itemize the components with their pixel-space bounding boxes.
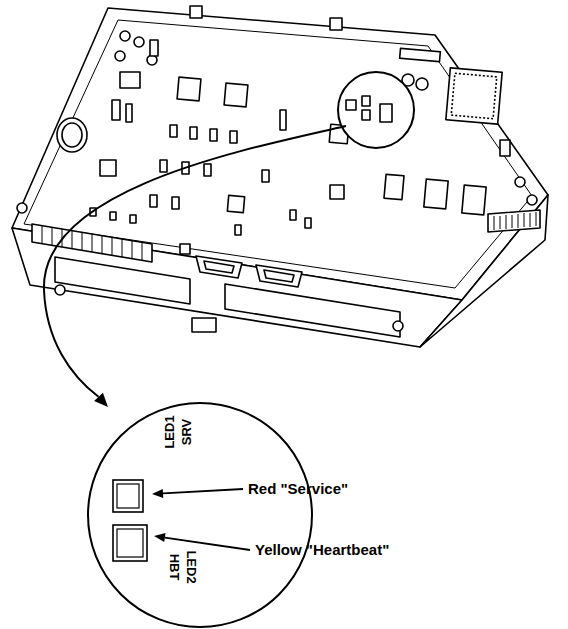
- led-designator: LED2: [184, 550, 198, 583]
- magnifier-spot: [338, 72, 414, 148]
- capacitor: [115, 51, 125, 61]
- resistor: [230, 131, 237, 143]
- serial-connector: [256, 265, 302, 287]
- serial-connector: [204, 261, 234, 273]
- processor-pins: [451, 73, 497, 119]
- mounting-tab: [192, 318, 216, 332]
- mounting-hole: [393, 321, 403, 331]
- led-outline: [113, 480, 143, 512]
- callout-arrow: [44, 126, 346, 397]
- chip: [227, 195, 244, 212]
- test-button: [180, 244, 190, 254]
- housing-tab: [330, 18, 342, 30]
- dip-switch: [488, 210, 540, 232]
- resistor: [204, 164, 211, 176]
- mounting-hole: [17, 203, 27, 213]
- electrolytic-capacitor: [57, 118, 87, 152]
- chip: [177, 77, 201, 101]
- serial-connector: [196, 256, 242, 278]
- serial-connector: [264, 270, 294, 282]
- terminal-block-slots: [42, 226, 142, 260]
- chip: [384, 174, 404, 199]
- chip: [346, 100, 356, 110]
- housing-tab: [190, 6, 202, 18]
- resistor: [150, 195, 157, 207]
- led-color-label: Red "Service": [248, 481, 348, 498]
- led-lens: [117, 484, 139, 508]
- resistor: [235, 225, 241, 235]
- mounting-hole: [527, 195, 537, 205]
- resistor: [172, 197, 179, 209]
- diode: [126, 104, 132, 122]
- leader-arrowhead: [152, 489, 163, 498]
- led-outline: [113, 525, 147, 561]
- led-function: SRV: [180, 419, 194, 446]
- diode: [112, 100, 120, 120]
- dip-switch-levers: [494, 212, 536, 230]
- relay: [120, 72, 140, 88]
- chip: [424, 179, 448, 209]
- resistor: [290, 210, 296, 220]
- magnified-view: [88, 403, 312, 627]
- resistor: [170, 125, 177, 137]
- resistor: [190, 127, 197, 139]
- led-function: HBT: [167, 554, 181, 581]
- transistor: [150, 40, 158, 56]
- chip: [100, 160, 116, 176]
- resistor: [110, 212, 116, 220]
- resistor: [130, 215, 136, 223]
- chip: [330, 185, 344, 199]
- mounting-hole: [515, 177, 525, 187]
- cable-cutout: [55, 257, 190, 304]
- processor: [446, 68, 502, 124]
- led-designator: LED1: [163, 415, 177, 448]
- led-color-label: Yellow "Heartbeat": [255, 542, 389, 559]
- resistor: [160, 160, 167, 172]
- capacitor: [134, 37, 144, 47]
- board-edge: [24, 20, 532, 288]
- connector-header: [400, 48, 441, 61]
- chip: [380, 104, 392, 122]
- housing-tab: [500, 140, 510, 156]
- resistor: [262, 170, 269, 182]
- led-small: [362, 96, 370, 106]
- capacitor: [120, 31, 130, 41]
- cable-cutout: [225, 284, 400, 337]
- leader-arrow: [165, 538, 250, 550]
- jumper: [280, 110, 286, 130]
- housing-right-wall: [420, 195, 548, 347]
- resistor: [210, 129, 217, 141]
- resistor: [305, 218, 311, 228]
- chip: [224, 83, 248, 107]
- led-small: [362, 110, 370, 120]
- leader-arrowhead: [154, 533, 166, 542]
- leader-arrow: [163, 489, 243, 493]
- led-lens: [117, 529, 143, 557]
- capacitor: [416, 78, 428, 90]
- chip: [462, 185, 486, 215]
- mounting-hole: [55, 285, 65, 295]
- electrolytic-capacitor: [62, 123, 82, 147]
- callout-arrowhead: [94, 393, 108, 407]
